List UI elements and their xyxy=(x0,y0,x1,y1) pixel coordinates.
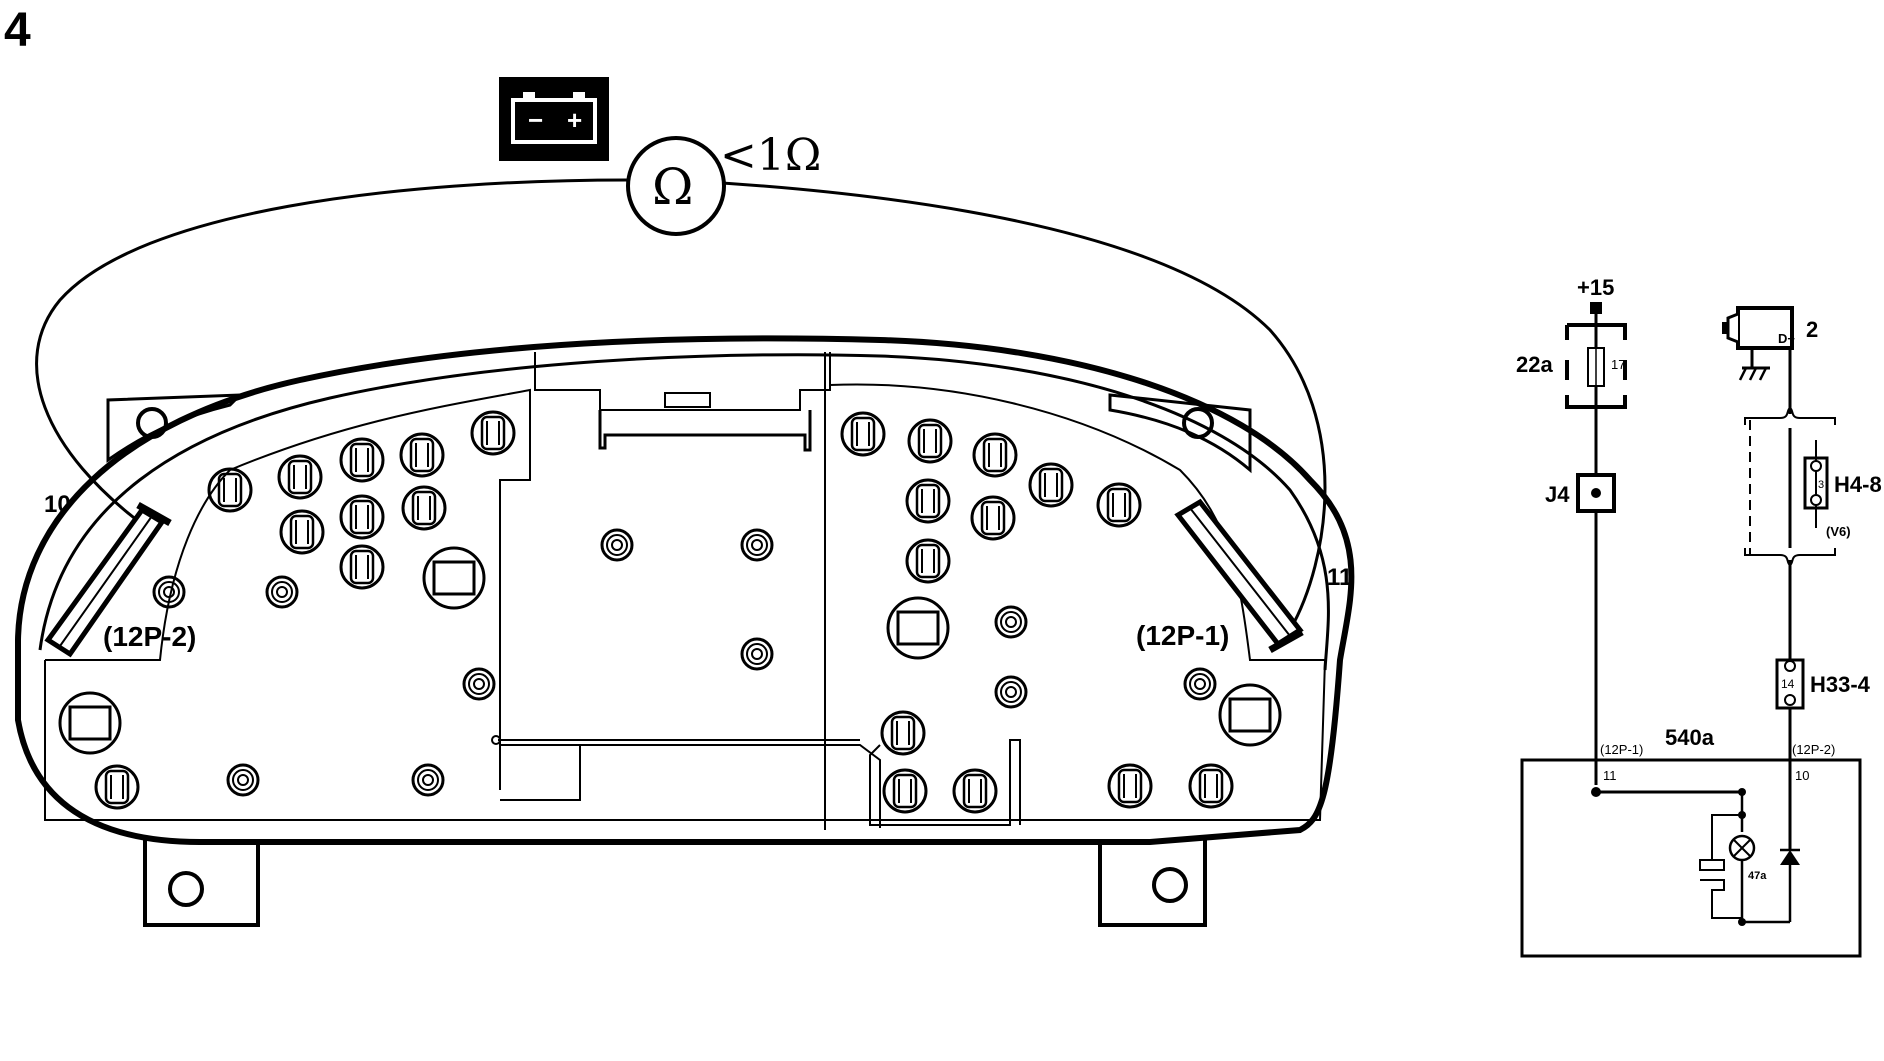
fuse-number-label: 17 xyxy=(1611,357,1625,372)
pin-label-10: 10 xyxy=(44,491,71,518)
mount-hole xyxy=(1152,867,1188,903)
connector-label-12p-2: (12P-2) xyxy=(103,621,196,652)
battery-icon: − + xyxy=(499,77,609,161)
module-conn-left: (12P-1) xyxy=(1600,742,1643,757)
mount-hole xyxy=(168,871,204,907)
meter-reading: <1Ω xyxy=(720,130,821,181)
connector-h4-8 xyxy=(1803,440,1829,528)
mount-hole xyxy=(136,407,168,439)
step-number: 4 xyxy=(4,4,31,57)
junction-label: J4 xyxy=(1545,482,1570,507)
connector-h4-pin: 3 xyxy=(1818,479,1824,491)
battery-plus-label: + xyxy=(567,105,582,135)
module-540a xyxy=(1520,758,1862,958)
ohmmeter-icon: Ω xyxy=(626,136,726,236)
mount-hole xyxy=(1182,407,1214,439)
variant-brace xyxy=(1744,406,1836,425)
junction-node xyxy=(1591,488,1601,498)
module-pin-right: 10 xyxy=(1795,768,1809,783)
module-conn-right: (12P-2) xyxy=(1792,742,1835,757)
pin-label-11: 11 xyxy=(1327,564,1352,591)
lamp-label: 47a xyxy=(1748,870,1767,882)
alternator-terminal-label: D+ xyxy=(1778,331,1795,346)
module-label: 540a xyxy=(1665,725,1715,750)
connector-h33-label: H33-4 xyxy=(1810,672,1871,697)
fuse-box-22a xyxy=(1565,323,1627,409)
meter-lead xyxy=(629,176,1327,631)
connector-h33-4 xyxy=(1775,658,1805,710)
fuse-box-label: 22a xyxy=(1516,352,1553,377)
diode-icon xyxy=(1780,848,1800,865)
supply-label: +15 xyxy=(1577,275,1614,300)
ohmmeter-symbol: Ω xyxy=(652,158,693,216)
supply-terminal xyxy=(1590,302,1602,314)
connector-h33-pin: 14 xyxy=(1781,677,1795,691)
warning-lamp-icon xyxy=(1728,834,1756,862)
battery-minus-label: − xyxy=(528,105,543,135)
module-pin-left: 11 xyxy=(1603,768,1617,783)
instrument-cluster xyxy=(15,335,1355,927)
meter-lead xyxy=(35,178,629,532)
connector-label-12p-1: (12P-1) xyxy=(1136,620,1229,651)
connector-12p-1 xyxy=(1174,498,1304,654)
circuit-schematic: +15 22a 17 J4 D+ 2 xyxy=(1516,275,1882,958)
gauge-socket xyxy=(58,546,1282,755)
alternator-number-label: 2 xyxy=(1806,317,1818,342)
alternator-icon xyxy=(1722,306,1794,381)
connector-h4-label: H4-8 xyxy=(1834,472,1882,497)
connector-12p-2 xyxy=(44,501,172,658)
variant-note: (V6) xyxy=(1826,524,1851,539)
led-socket xyxy=(152,528,1217,797)
bulb-holder xyxy=(94,410,1234,814)
